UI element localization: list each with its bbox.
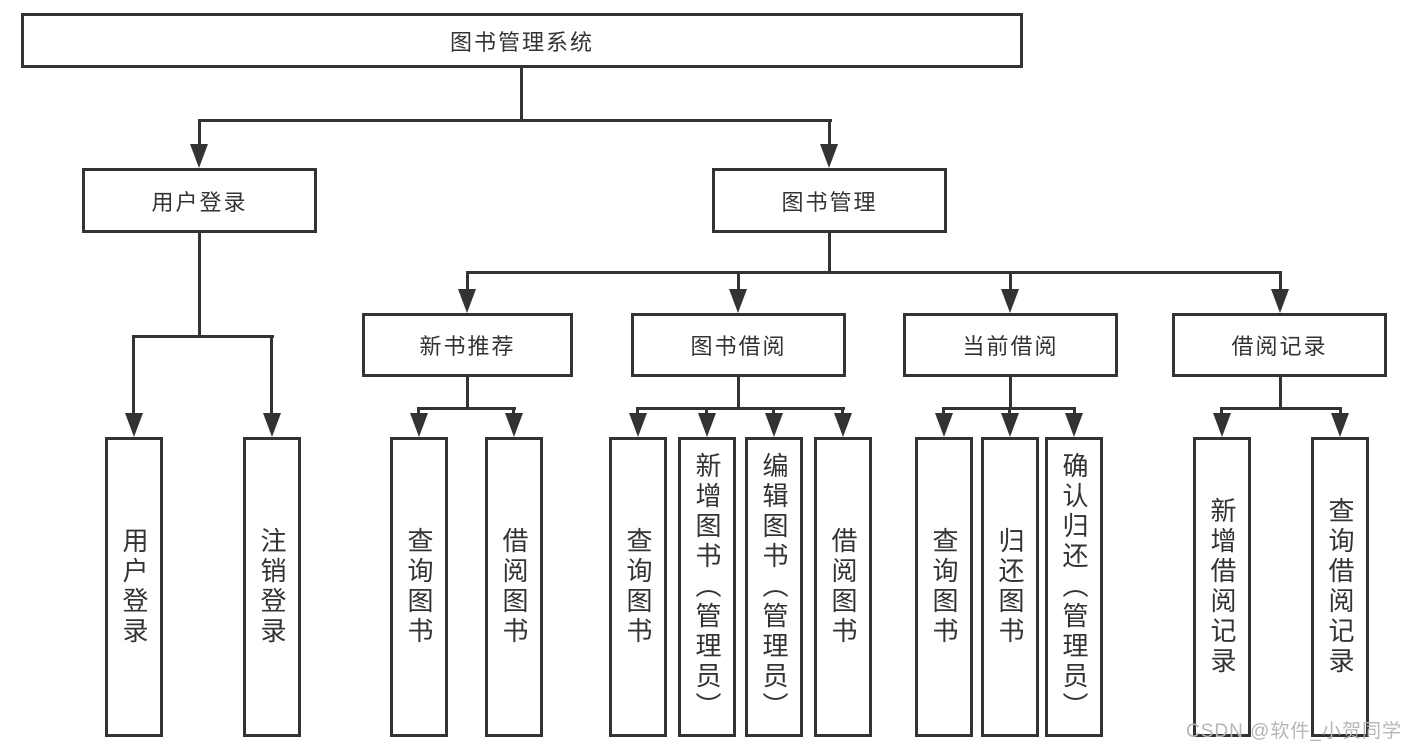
leaf-query-books-3: 查询图书 [915, 437, 973, 737]
leaf-confirm-return-admin: 确认归还（管理员） [1045, 437, 1103, 737]
connector-line [828, 119, 831, 145]
connector-line [417, 407, 516, 410]
leaf-borrow-books: 借阅图书 [485, 437, 543, 737]
connector-line [466, 271, 1282, 274]
connector-line [1220, 407, 1223, 417]
node-current-borrowing: 当前借阅 [903, 313, 1118, 377]
leaf-add-book-admin: 新增图书（管理员） [678, 437, 736, 737]
node-label: 借阅记录 [1231, 334, 1328, 359]
connector-line [132, 335, 135, 415]
arrow-down-icon [1001, 289, 1019, 313]
node-label: 当前借阅 [962, 334, 1059, 359]
connector-line [1009, 271, 1012, 291]
node-book-management: 图书管理 [712, 168, 947, 233]
connector-line [1279, 377, 1282, 410]
connector-line [417, 407, 420, 417]
node-label: 用户登录 [151, 189, 248, 215]
connector-line [512, 407, 515, 417]
leaf-label: 新增借阅记录 [1207, 497, 1237, 677]
connector-line [841, 407, 844, 417]
connector-line [198, 233, 201, 338]
leaf-return-book: 归还图书 [981, 437, 1039, 737]
leaf-label: 新增图书（管理员） [692, 452, 722, 722]
arrow-down-icon [935, 413, 953, 437]
connector-line [636, 407, 639, 417]
leaf-label: 确认归还（管理员） [1059, 452, 1089, 722]
leaf-user-login: 用户登录 [105, 437, 163, 737]
connector-line [772, 407, 775, 417]
connector-line [198, 119, 832, 122]
connector-line [737, 271, 740, 291]
connector-line [270, 335, 273, 415]
leaf-label: 编辑图书（管理员） [759, 452, 789, 722]
connector-line [132, 335, 274, 338]
leaf-label: 查询图书 [404, 527, 434, 647]
connector-line [828, 233, 831, 274]
leaf-label: 查询借阅记录 [1325, 497, 1355, 677]
arrow-down-icon [1331, 413, 1349, 437]
node-book-borrowing: 图书借阅 [631, 313, 846, 377]
node-library-management-system: 图书管理系统 [21, 13, 1023, 68]
leaf-label: 查询图书 [623, 527, 653, 647]
connector-line [1009, 377, 1012, 410]
node-label: 图书管理系统 [449, 29, 594, 55]
connector-line [198, 119, 201, 145]
leaf-borrow-books-2: 借阅图书 [814, 437, 872, 737]
leaf-label: 查询图书 [929, 527, 959, 647]
connector-line [466, 271, 469, 291]
arrow-down-icon [458, 289, 476, 313]
leaf-label: 归还图书 [995, 527, 1025, 647]
leaf-query-borrow-record: 查询借阅记录 [1311, 437, 1369, 737]
arrow-down-icon [729, 289, 747, 313]
leaf-add-borrow-record: 新增借阅记录 [1193, 437, 1251, 737]
arrow-down-icon [263, 413, 281, 437]
node-label: 图书借阅 [690, 334, 787, 359]
arrow-down-icon [190, 144, 208, 168]
arrow-down-icon [1271, 289, 1289, 313]
leaf-label: 借阅图书 [499, 527, 529, 647]
arrow-down-icon [834, 413, 852, 437]
connector-line [1339, 407, 1342, 417]
leaf-query-books-2: 查询图书 [609, 437, 667, 737]
connector-line [1220, 407, 1342, 410]
arrow-down-icon [698, 413, 716, 437]
connector-line [466, 377, 469, 410]
arrow-down-icon [820, 144, 838, 168]
arrow-down-icon [1001, 413, 1019, 437]
arrow-down-icon [765, 413, 783, 437]
arrow-down-icon [629, 413, 647, 437]
arrow-down-icon [1213, 413, 1231, 437]
csdn-watermark: CSDN @软件_小贺同学 [1186, 721, 1402, 742]
leaf-query-books: 查询图书 [390, 437, 448, 737]
node-borrowing-records: 借阅记录 [1172, 313, 1387, 377]
connector-line [942, 407, 945, 417]
leaf-label: 注销登录 [257, 527, 287, 647]
connector-line [1008, 407, 1011, 417]
connector-line [705, 407, 708, 417]
arrow-down-icon [410, 413, 428, 437]
node-new-book-recommend: 新书推荐 [362, 313, 573, 377]
connector-line [1073, 407, 1076, 417]
node-user-login: 用户登录 [82, 168, 317, 233]
connector-line [1279, 271, 1282, 291]
connector-line [737, 377, 740, 410]
connector-line [520, 68, 523, 120]
leaf-label: 借阅图书 [828, 527, 858, 647]
arrow-down-icon [1065, 413, 1083, 437]
arrow-down-icon [505, 413, 523, 437]
connector-line [636, 407, 845, 410]
node-label: 新书推荐 [419, 334, 516, 359]
leaf-logout: 注销登录 [243, 437, 301, 737]
leaf-label: 用户登录 [119, 527, 149, 647]
node-label: 图书管理 [781, 189, 878, 215]
arrow-down-icon [125, 413, 143, 437]
leaf-edit-book-admin: 编辑图书（管理员） [745, 437, 803, 737]
